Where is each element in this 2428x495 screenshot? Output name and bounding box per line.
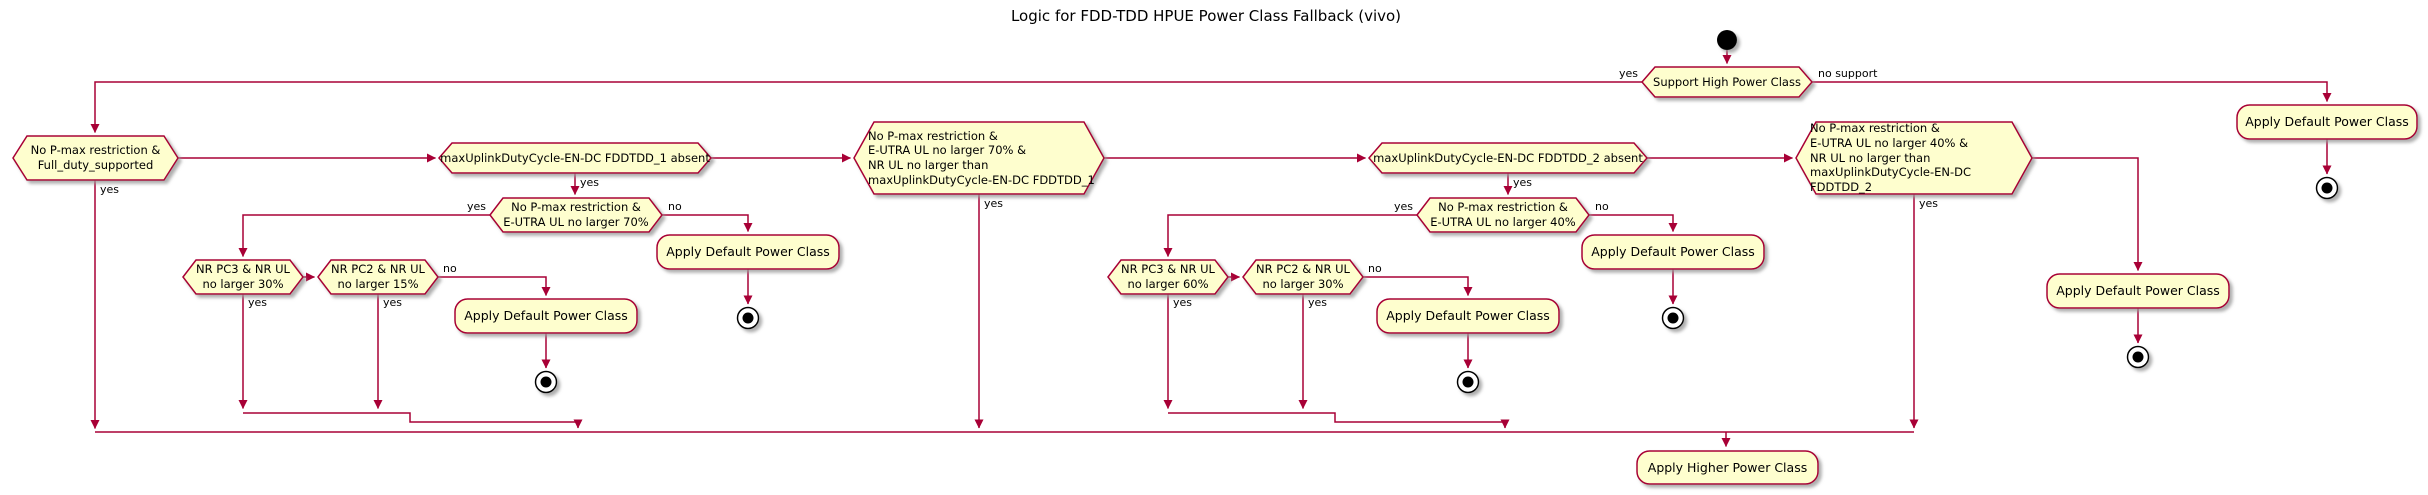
- edge-combo2-no: [2032, 157, 2143, 271]
- activity-apply-default-1: [2236, 104, 2418, 140]
- edge-eutra40-yes: [1163, 214, 1417, 257]
- end-nodes: [534, 176, 2339, 394]
- edge-support-yes: [90, 81, 1642, 133]
- decision-eutra-70: [489, 197, 663, 233]
- activity-apply-default-2: [656, 234, 840, 270]
- edge-eutra70-no: [662, 214, 753, 232]
- edge-right-subbus: [1168, 412, 1510, 429]
- start-node: [1717, 30, 1737, 50]
- edge-pc2-30-no: [1363, 276, 1473, 296]
- activity-apply-default-4: [454, 298, 638, 334]
- decision-pc2-15: [317, 259, 439, 295]
- diagram-title: Logic for FDD-TDD HPUE Power Class Fallb…: [1010, 7, 1402, 25]
- activity-apply-default-3: [1581, 234, 1765, 270]
- decision-fddtdd1-absent: [438, 142, 712, 174]
- decision-combo-fddtdd1: [853, 121, 1105, 195]
- decision-fddtdd2-absent: [1368, 142, 1648, 174]
- edge-left-subbus: [243, 412, 583, 429]
- decision-pc3-30: [182, 259, 304, 295]
- decision-support-high-power-class: [1641, 66, 1813, 98]
- edge-support-no-support: [1812, 81, 2332, 102]
- decision-pc3-60: [1107, 259, 1229, 295]
- activity-apply-default-6: [2046, 273, 2230, 309]
- activity-apply-higher: [1636, 450, 1819, 485]
- edge-eutra70-yes: [238, 214, 490, 257]
- decision-eutra-40: [1416, 197, 1590, 233]
- decision-no-pmax-full-duty: [12, 135, 179, 181]
- decision-pc2-30: [1242, 259, 1364, 295]
- edge-pc2-15-no: [438, 276, 551, 296]
- edge-eutra40-no: [1589, 214, 1678, 232]
- decision-combo-fddtdd2: [1795, 121, 2033, 195]
- activity-apply-default-5: [1376, 298, 1560, 334]
